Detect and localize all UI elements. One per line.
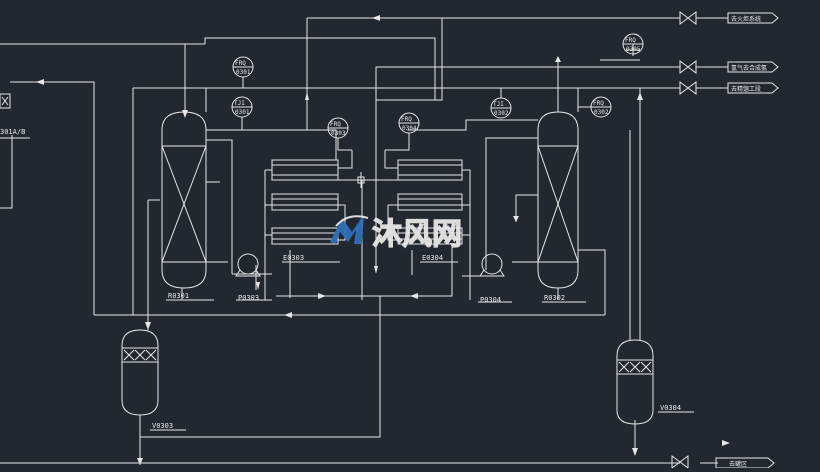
column-r0302: R0302 [537,111,586,303]
inst-type-frq-0303: FRQ [330,121,341,128]
arrow-v0303-out [137,458,143,465]
pipe-r0302-left [485,137,538,270]
inst-num-frq-0301: 0301 [236,69,251,76]
label-r0301: R0301 [168,292,189,300]
instrument-tji-0302: TJI 0302 [490,88,512,119]
vessel-v0303: V0303 [121,329,186,431]
inst-type-frq-0301: FRQ [235,60,246,67]
inst-type-frq-0302: FRQ [593,100,604,107]
inst-type-tji-0302: TJI [493,101,504,108]
valve-distillation: 去精馏工段 [679,81,779,95]
inst-num-tji-0301: 0301 [235,109,250,116]
dest-arrow-tank [715,457,775,469]
dest-label-flare: 去火炬系统 [731,15,761,23]
left-cut-equipment: 301A/B [0,93,30,139]
instrument-frq-0303: FRQ 0303 [327,117,352,151]
label-e0303: E0303 [283,254,304,262]
arrow-left-feed [36,79,44,85]
pipe-bottom-collector [276,246,453,297]
arrow-export [722,440,730,446]
pipe-r0302-mid [515,194,538,222]
pump-p0303: P0303 [235,253,272,302]
arrow-r0301-in [182,110,188,118]
exchanger-e0304: E0304 [397,159,463,263]
watermark-logo-icon [330,214,369,244]
pipe-e0304-return [387,204,398,241]
inst-num-frq-0305: 0305 [626,46,641,53]
dest-label-distillation: 去精馏工段 [731,85,761,93]
instrument-frq-0305: FRQ 0305 [622,33,644,55]
watermark-text: 沐风网 [372,217,462,252]
arrow-bottom-left [410,293,418,299]
pipe-r0301-to-v0303 [147,199,160,330]
arrow-p0303 [256,282,260,290]
label-p0304: P0304 [480,296,501,304]
arrow-v0303-in [145,322,151,330]
label-e0304: E0304 [422,254,443,262]
instrument-frq-0301: FRQ 0301 [232,56,254,88]
arrow-v0304-out [632,448,638,456]
label-v0304: V0304 [660,404,681,412]
inst-type-tji-0301: TJI [234,100,245,107]
flow-arrows [36,15,730,465]
piping [0,17,718,465]
pipe-top-bridge [204,37,436,100]
inst-type-frq-0304: FRQ [401,116,412,123]
inst-num-frq-0303: 0303 [331,130,346,137]
pipe-e0303-right [338,150,353,169]
valve-hydrogen: 氢气去合成氨 [679,60,779,74]
dest-arrow-distillation [727,82,779,94]
arrow-r0302-top [555,56,561,62]
arrow-v0304-up [637,92,643,100]
instrument-frq-0302: FRQ 0302 [578,96,612,118]
column-r0301: R0301 [161,111,214,301]
pipe-to-v0303 [140,296,381,438]
pipe-r0301-to-e0303 [206,129,337,160]
label-v0303: V0303 [152,422,173,430]
pipe-v0304-inlet [629,88,641,340]
pump-p0304: P0304 [478,253,512,304]
dest-label-tank: 去罐区 [729,460,747,468]
exchanger-e0303: E0303 [271,159,340,263]
instrument-tji-0301: TJI 0301 [231,96,253,130]
dest-arrow-hydrogen [727,61,779,73]
pipe-r0301-side [206,139,233,274]
inst-num-frq-0304: 0304 [402,125,417,132]
dest-arrow-flare [727,12,779,24]
arrow-flare [372,15,380,21]
label-left-cut: 301A/B [0,128,25,136]
pipe-e0304-to-r0302 [408,119,538,131]
valve-flare: 去火炬系统 [679,11,779,25]
pipe-e0304-left [384,150,398,169]
vessel-v0304: V0304 [616,339,694,425]
dest-label-hydrogen: 氢气去合成氨 [731,64,767,72]
watermark: 沐风网 [330,214,463,253]
center-marker [352,172,370,188]
pipe-r0302-right [578,249,606,315]
label-r0302: R0302 [544,294,565,302]
arrow-r0302-mid [513,216,519,222]
inst-num-frq-0302: 0302 [594,109,609,116]
inst-num-tji-0302: 0302 [494,110,509,117]
pipe-e0304-stubs [462,204,470,236]
pipe-left-feed [10,81,95,315]
label-p0303: P0303 [238,294,259,302]
pipe-e0304-right [462,169,471,300]
arrow-center-down [374,266,378,274]
pipe-left-cut [0,135,13,209]
arrow-main-return [284,312,292,318]
valve-tank: 去罐区 [671,455,775,469]
inst-type-frq-0305: FRQ [625,37,636,44]
arrow-bottom-right [318,293,326,299]
instrument-frq-0304: FRQ 0304 [385,112,420,151]
arrow-up-flare [305,92,309,100]
pipe-e0303-stubs [265,204,272,236]
